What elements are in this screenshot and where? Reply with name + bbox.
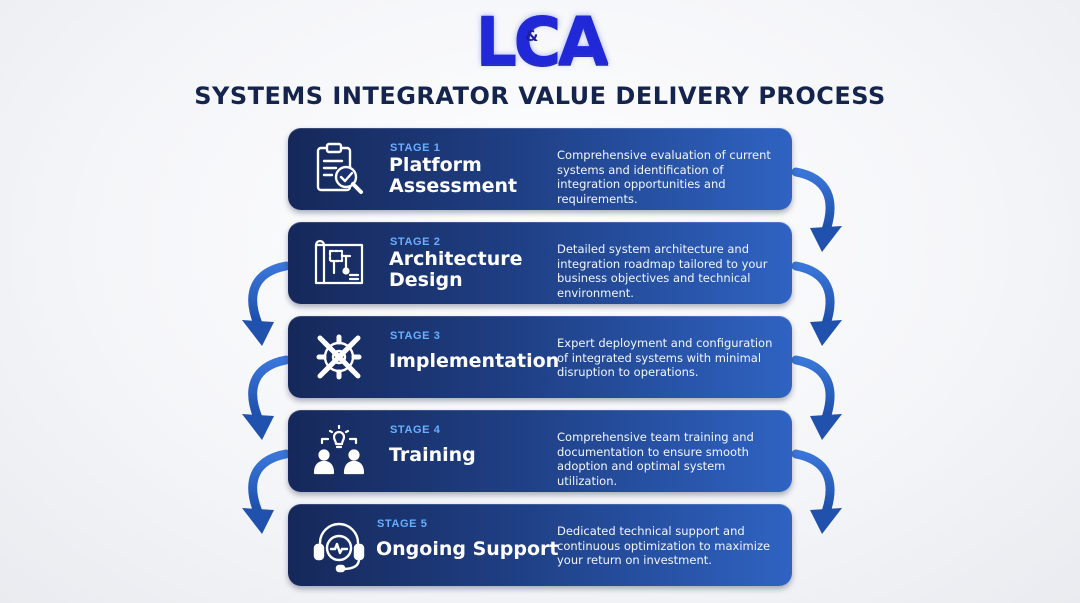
stage-description: Comprehensive team training and document… (557, 430, 754, 488)
logo-ampersand: & (525, 27, 539, 45)
logo-letters: LCA (475, 3, 609, 80)
arrow-left-1-head (242, 320, 274, 346)
stage-card-3: STAGE 3 Implementation Expert deployment… (288, 316, 792, 398)
stage-label: STAGE 1 (390, 142, 441, 154)
stage-title-line2: Assessment (389, 175, 518, 197)
stage-title: Architecture Design (389, 249, 522, 291)
stage-label: STAGE 3 (390, 330, 441, 342)
stage-card-5: STAGE 5 Ongoing Support Dedicated techni… (288, 504, 792, 586)
headset-support-icon (310, 517, 368, 573)
arrow-right-4 (791, 449, 835, 517)
stage-label: STAGE 5 (377, 518, 428, 530)
arrow-left-3-head (242, 508, 274, 534)
stage-card-1: STAGE 1 Platform Assessment Comprehensiv… (288, 128, 792, 210)
stage-card-4: STAGE 4 Training Comprehensive team trai… (288, 410, 792, 492)
stage-title: Platform Assessment (389, 155, 517, 197)
team-lightbulb-icon (310, 423, 368, 479)
arrow-right-4-head (810, 508, 842, 534)
stage-title: Training (389, 444, 476, 466)
arrow-left-2-head (242, 414, 274, 440)
stage-label: STAGE 2 (390, 236, 441, 248)
stage-description: Dedicated technical support and continuo… (557, 524, 771, 567)
blueprint-icon (310, 235, 368, 291)
stage-description: Comprehensive evaluation of current syst… (557, 148, 771, 206)
stage-title-line1: Architecture (389, 248, 523, 270)
arrow-right-3 (791, 355, 835, 423)
arrow-right-1 (791, 167, 835, 235)
stage-description: Expert deployment and configuration of i… (557, 336, 773, 379)
arrow-left-1 (248, 261, 291, 329)
logo: LCA & (0, 6, 1080, 78)
stage-title-line1: Platform (389, 154, 482, 176)
stage-description: Detailed system architecture and integra… (557, 242, 768, 300)
arrow-left-2 (248, 355, 291, 423)
stage-title: Implementation (389, 350, 560, 372)
clipboard-check-icon (310, 141, 368, 197)
page-title: SYSTEMS INTEGRATOR VALUE DELIVERY PROCES… (194, 82, 886, 110)
stage-label: STAGE 4 (390, 424, 441, 436)
arrow-right-2-head (810, 320, 842, 346)
stage-card-2: STAGE 2 Architecture Design Detailed sys… (288, 222, 792, 304)
gear-wrench-icon (310, 329, 368, 385)
arrow-left-3 (248, 449, 291, 517)
stage-title-line2: Design (389, 269, 463, 291)
arrow-right-1-head (810, 226, 842, 252)
arrow-right-2 (791, 261, 835, 329)
arrow-right-3-head (810, 414, 842, 440)
stage-title: Ongoing Support (376, 538, 559, 560)
